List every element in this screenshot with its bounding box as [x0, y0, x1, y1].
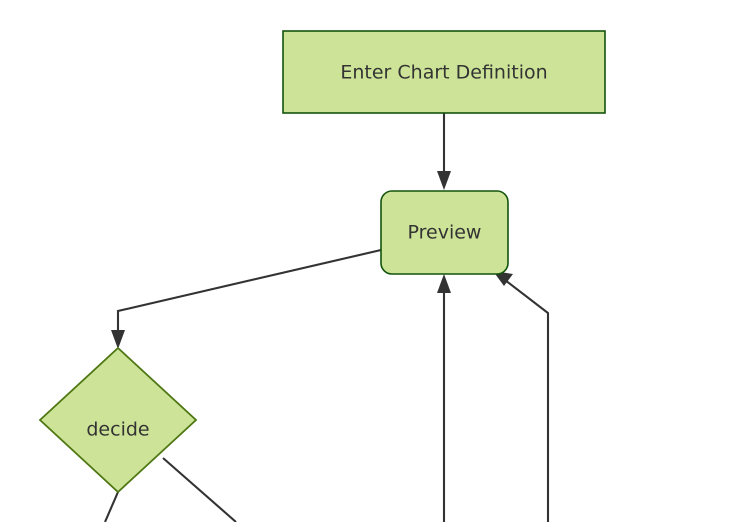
arrow-head-icon	[111, 330, 125, 349]
edge-decide-out-right	[162, 457, 237, 522]
edge-enter-to-preview	[437, 113, 451, 190]
node-diamond-shape[interactable]	[38, 346, 198, 494]
edge-return-right-to-preview	[493, 271, 550, 522]
arrow-head-icon	[437, 171, 451, 190]
edge-line	[104, 491, 119, 522]
edge-return-center-to-preview	[437, 274, 451, 522]
node-decide[interactable]: decide	[38, 346, 198, 494]
node-label-preview: Preview	[408, 222, 482, 244]
edge-decide-out-left	[104, 491, 119, 522]
node-enter-chart-definition[interactable]: Enter Chart Definition	[282, 30, 606, 114]
node-rectangle-shape[interactable]	[282, 30, 606, 114]
edge-line	[504, 279, 550, 522]
edge-line	[116, 248, 382, 334]
node-label-enter-chart-definition: Enter Chart Definition	[340, 62, 547, 84]
node-preview[interactable]: Preview	[380, 190, 509, 275]
node-label-decide: decide	[86, 419, 149, 441]
arrow-head-icon	[437, 274, 451, 293]
node-rounded-rectangle-shape[interactable]	[380, 190, 509, 275]
edge-line	[162, 457, 237, 522]
edge-preview-to-decide	[111, 248, 382, 349]
